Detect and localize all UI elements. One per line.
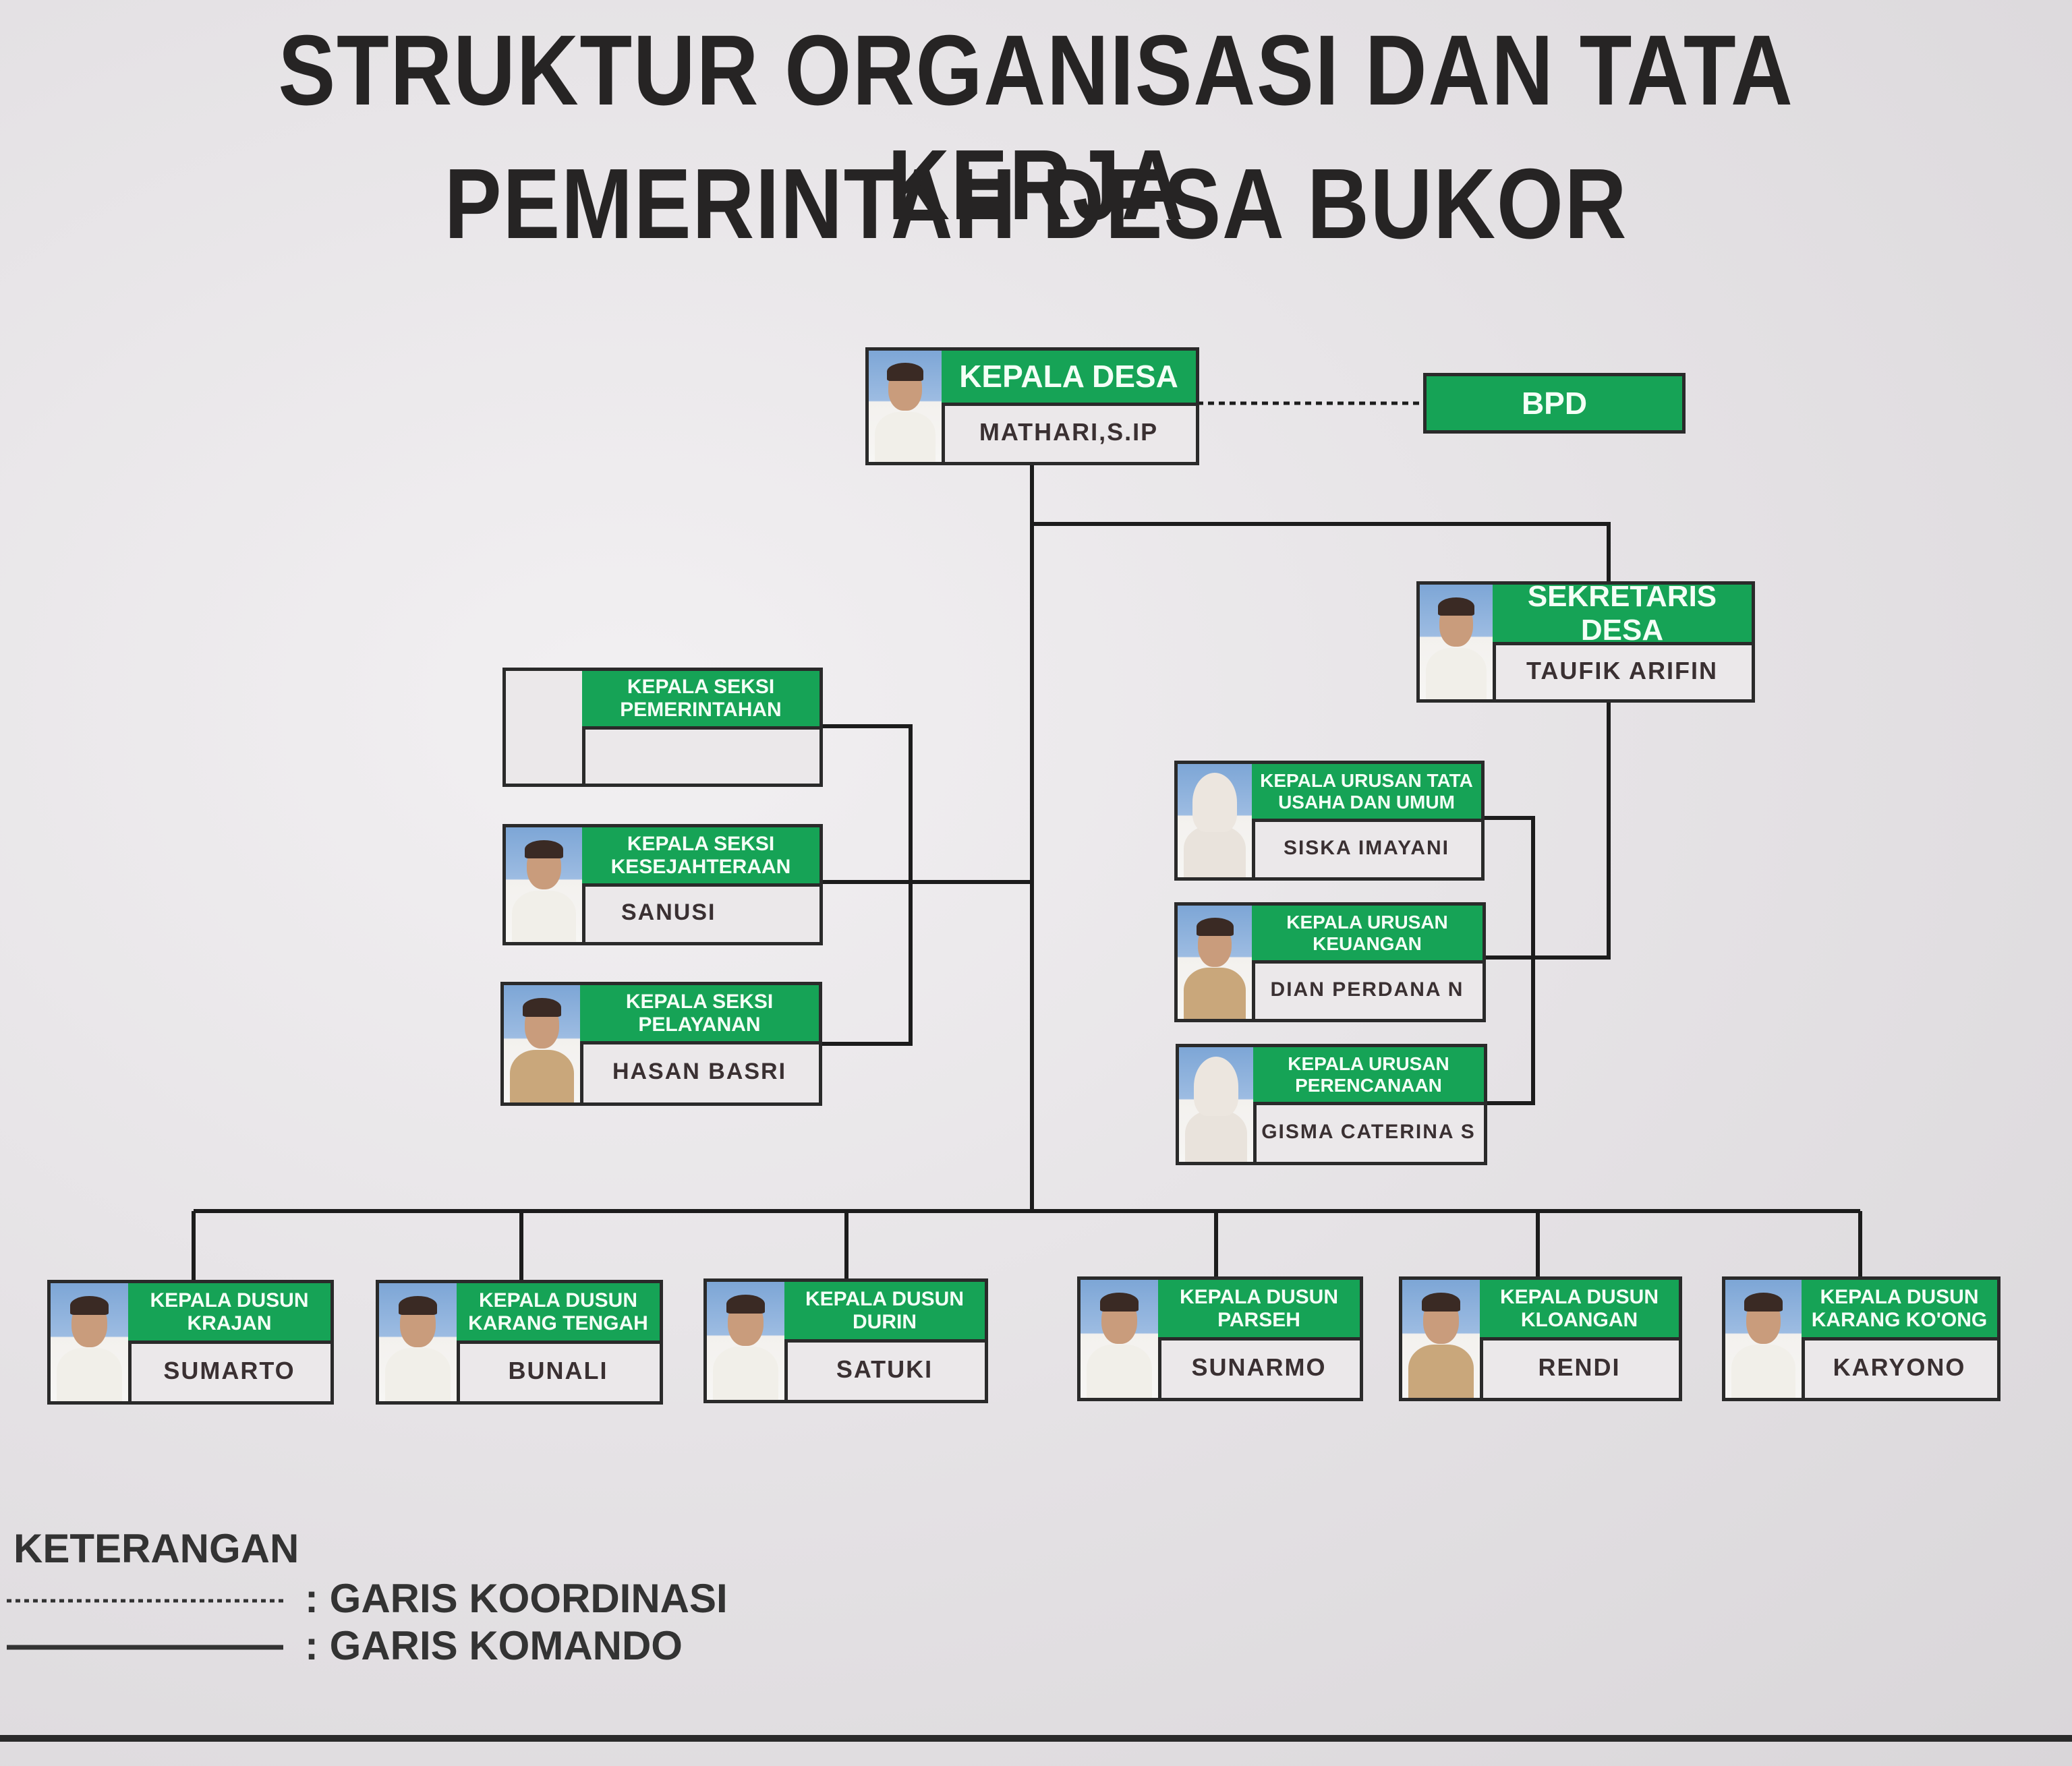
empty-photo-slot bbox=[506, 671, 585, 784]
line-to-sekretaris bbox=[1032, 522, 1611, 583]
seksi-role: KEPALA SEKSI KESEJAHTERAAN bbox=[582, 827, 819, 887]
portrait-photo bbox=[1725, 1280, 1805, 1398]
seksi-name: HASAN BASRI bbox=[612, 1059, 787, 1084]
urusan-name: GISMA CATERINA S bbox=[1261, 1120, 1476, 1143]
bpd-box: BPD bbox=[1423, 373, 1686, 434]
portrait-photo bbox=[707, 1282, 788, 1400]
seksi-pelayanan-box: KEPALA SEKSI PELAYANAN HASAN BASRI bbox=[500, 982, 822, 1106]
dusun-role: KEPALA DUSUN PARSEH bbox=[1158, 1280, 1360, 1341]
urusan-name: SISKA IMAYANI bbox=[1283, 836, 1450, 859]
seksi-pemerintahan-box: KEPALA SEKSI PEMERINTAHAN bbox=[502, 668, 823, 787]
portrait-photo bbox=[1081, 1280, 1161, 1398]
line-sekretaris-urusan bbox=[1483, 701, 1611, 960]
urusan-keuangan-box: KEPALA URUSAN KEUANGAN DIAN PERDANA N bbox=[1174, 902, 1486, 1022]
title-line-1: STRUKTUR ORGANISASI DAN TATA KERJA bbox=[278, 15, 1794, 241]
portrait-photo bbox=[1179, 1047, 1257, 1162]
portrait-photo bbox=[506, 827, 585, 942]
portrait-photo bbox=[1402, 1280, 1483, 1398]
sekretaris-box: SEKRETARIS DESA TAUFIK ARIFIN bbox=[1416, 580, 1755, 703]
dusun-name: KARYONO bbox=[1833, 1353, 1966, 1381]
sekretaris-role: SEKRETARIS DESA bbox=[1493, 580, 1752, 647]
dusun-name: SUMARTO bbox=[163, 1357, 295, 1384]
dusun-durin-box: KEPALA DUSUN DURIN SATUKI bbox=[703, 1278, 988, 1403]
dusun-karang-tengah-box: KEPALA DUSUN KARANG TENGAH BUNALI bbox=[376, 1280, 663, 1405]
urusan-tata-usaha-box: KEPALA URUSAN TATA USAHA DAN UMUM SISKA … bbox=[1174, 761, 1485, 881]
legend-title: KETERANGAN bbox=[13, 1526, 299, 1571]
urusan-role: KEPALA URUSAN KEUANGAN bbox=[1252, 906, 1483, 964]
seksi-name bbox=[582, 726, 819, 784]
dusun-role: KEPALA DUSUN DURIN bbox=[784, 1282, 985, 1343]
urusan-role: KEPALA URUSAN PERENCANAAN bbox=[1253, 1047, 1484, 1105]
dusun-karang-koong-box: KEPALA DUSUN KARANG KO'ONG KARYONO bbox=[1722, 1276, 2001, 1401]
portrait-photo bbox=[869, 351, 945, 462]
dusun-name: SUNARMO bbox=[1191, 1353, 1327, 1381]
portrait-photo bbox=[51, 1283, 132, 1401]
kepala-desa-box: KEPALA DESA MATHARI,S.IP bbox=[865, 347, 1199, 465]
dusun-name: RENDI bbox=[1538, 1353, 1621, 1381]
dusun-role: KEPALA DUSUN KARANG TENGAH bbox=[457, 1283, 660, 1344]
dusun-role: KEPALA DUSUN KRAJAN bbox=[128, 1283, 330, 1344]
dusun-krajan-box: KEPALA DUSUN KRAJAN SUMARTO bbox=[47, 1280, 334, 1405]
urusan-role: KEPALA URUSAN TATA USAHA DAN UMUM bbox=[1252, 764, 1481, 822]
seksi-role: KEPALA SEKSI PEMERINTAHAN bbox=[582, 671, 819, 730]
portrait-photo bbox=[379, 1283, 460, 1401]
portrait-photo bbox=[504, 985, 583, 1102]
seksi-role: KEPALA SEKSI PELAYANAN bbox=[580, 985, 819, 1044]
dusun-parseh-box: KEPALA DUSUN PARSEH SUNARMO bbox=[1077, 1276, 1363, 1401]
title-line-2: PEMERINTAH DESA BUKOR bbox=[444, 148, 1628, 260]
dusun-name: BUNALI bbox=[508, 1357, 608, 1384]
dusun-name: SATUKI bbox=[836, 1355, 933, 1383]
portrait-photo bbox=[1420, 585, 1496, 699]
seksi-name: SANUSI bbox=[621, 900, 716, 925]
portrait-photo bbox=[1178, 764, 1255, 877]
seksi-bracket bbox=[819, 724, 913, 1046]
dusun-kloangan-box: KEPALA DUSUN KLOANGAN RENDI bbox=[1399, 1276, 1682, 1401]
legend-komando: : GARIS KOMANDO bbox=[305, 1623, 683, 1668]
dusun-role: KEPALA DUSUN KLOANGAN bbox=[1480, 1280, 1679, 1341]
portrait-photo bbox=[1178, 906, 1255, 1019]
urusan-bracket bbox=[1483, 816, 1535, 1105]
seksi-kesejahteraan-box: KEPALA SEKSI KESEJAHTERAAN SANUSI bbox=[502, 824, 823, 945]
sekretaris-name: TAUFIK ARIFIN bbox=[1526, 656, 1718, 684]
dusun-role: KEPALA DUSUN KARANG KO'ONG bbox=[1802, 1280, 1997, 1341]
legend-koordinasi: : GARIS KOORDINASI bbox=[305, 1576, 728, 1621]
urusan-perencanaan-box: KEPALA URUSAN PERENCANAAN GISMA CATERINA… bbox=[1176, 1044, 1487, 1165]
kepala-desa-name: MATHARI,S.IP bbox=[979, 418, 1159, 446]
urusan-name: DIAN PERDANA N bbox=[1270, 978, 1464, 1001]
kepala-desa-role: KEPALA DESA bbox=[942, 351, 1196, 406]
